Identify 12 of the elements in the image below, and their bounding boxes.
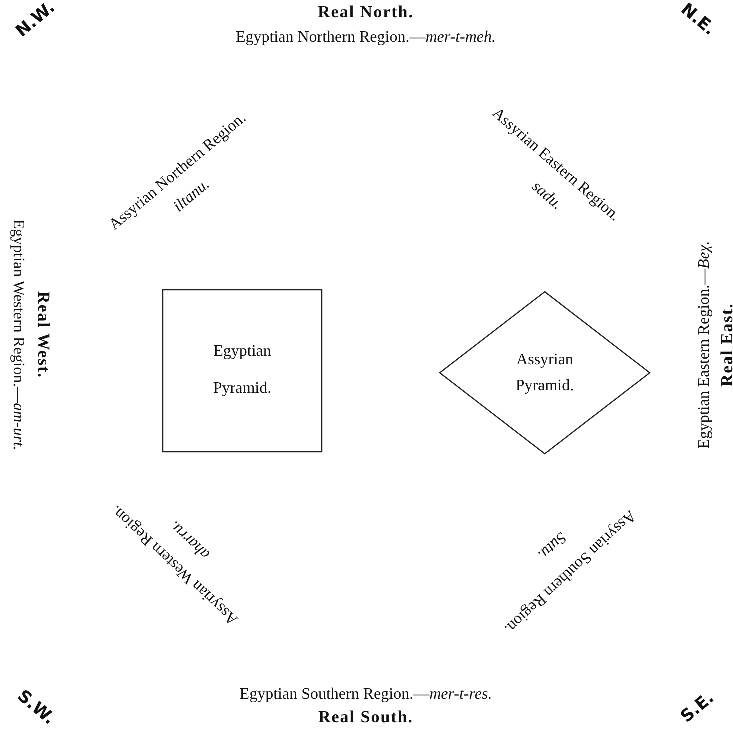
pyramid-label: Egyptian Pyramid. bbox=[212, 342, 273, 399]
compass-label: S.E. bbox=[678, 689, 718, 727]
direction-heading: Real West. bbox=[34, 291, 52, 379]
region-label: Egyptian Southern Region.—mer-t-res. bbox=[240, 686, 492, 704]
pyramid-label: Assyrian Pyramid. bbox=[514, 350, 576, 396]
direction-heading: Real South. bbox=[318, 708, 414, 728]
region-name: sadu. bbox=[528, 178, 566, 214]
direction-heading: Real East. bbox=[718, 303, 733, 387]
region-label: Egyptian Northern Region.—mer-t-meh. bbox=[236, 29, 496, 47]
region-label: Egyptian Eastern Region.—Beχ. bbox=[696, 241, 714, 449]
region-label: Egyptian Western Region.—am-urt. bbox=[9, 219, 27, 451]
direction-heading: Real North. bbox=[318, 4, 414, 22]
